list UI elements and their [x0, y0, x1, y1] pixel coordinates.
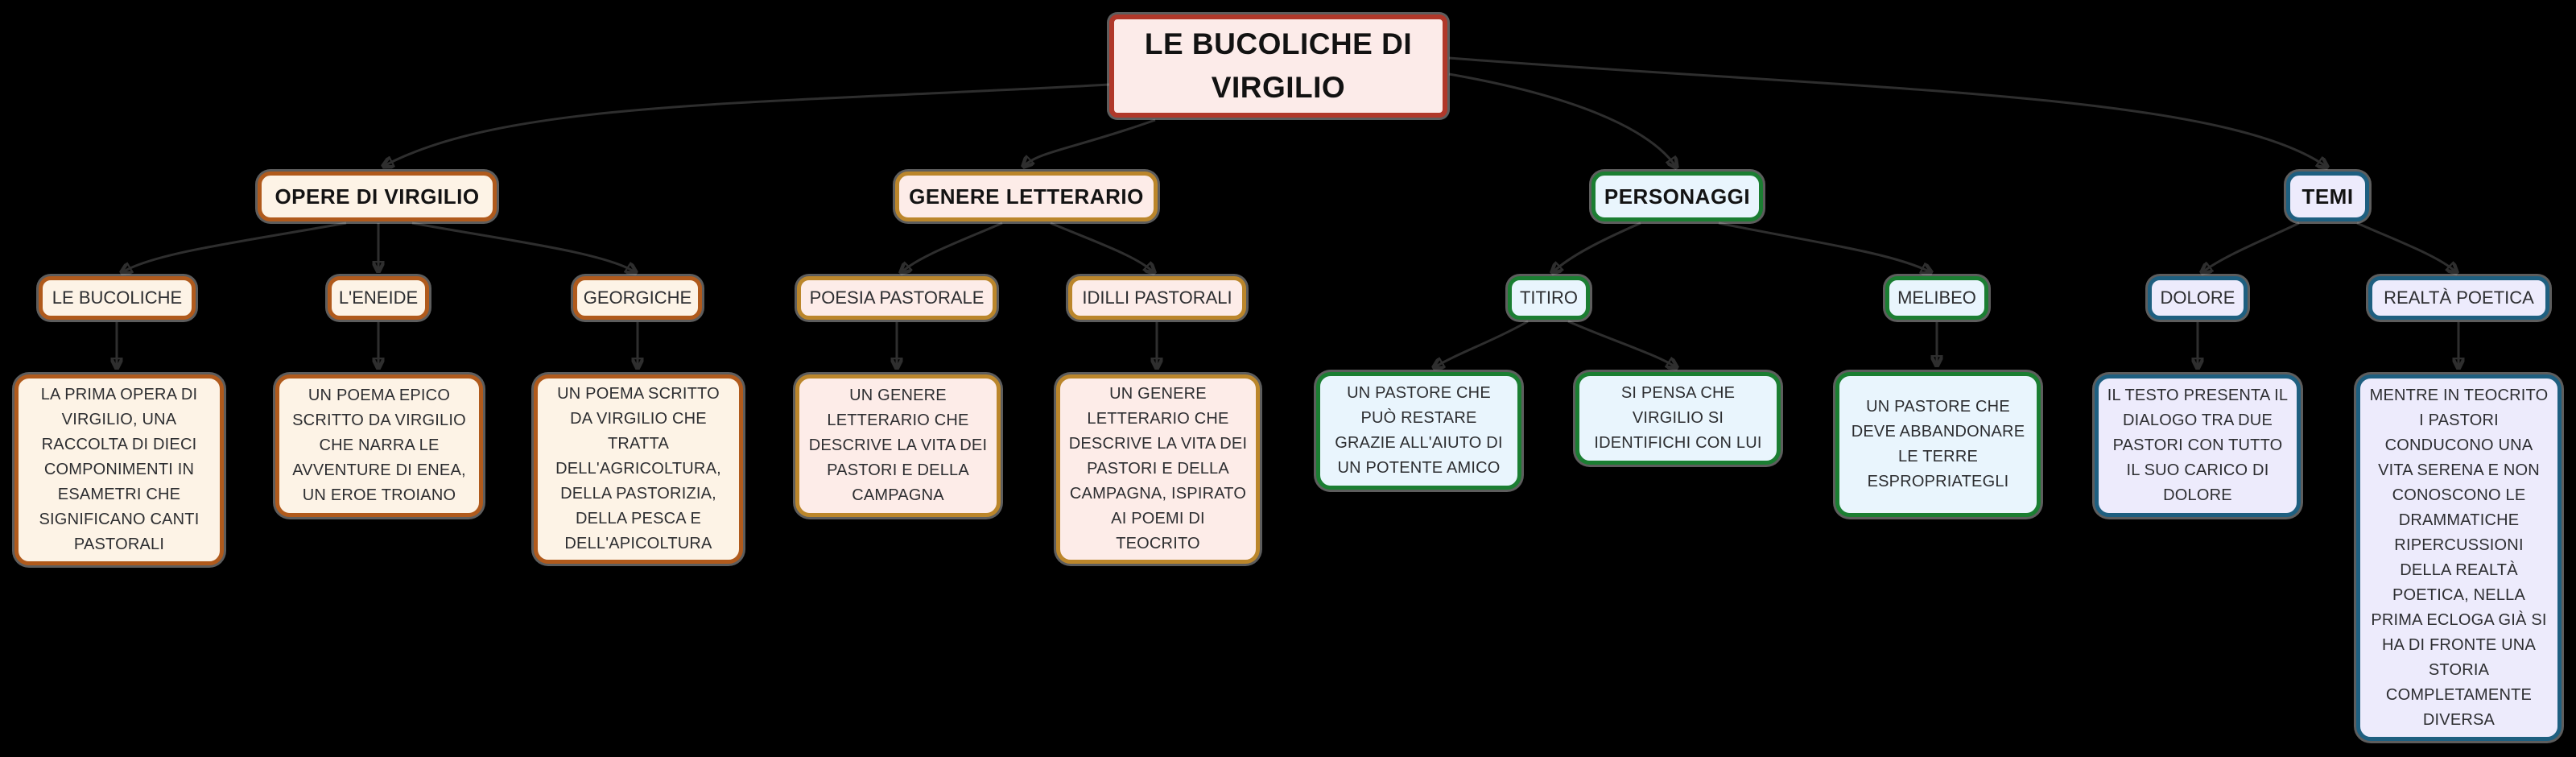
child-georgiche-label: GEORGICHE [583, 287, 692, 308]
child-eneide-node[interactable]: L'ENEIDE [328, 276, 429, 320]
connector-root-opere [384, 83, 1110, 166]
branch-personaggi-label: PERSONAGGI [1604, 184, 1751, 209]
desc-georgiche-text: UN POEMA SCRITTO DA VIRGILIO CHE TRATTA … [555, 385, 721, 552]
desc-le-bucoliche-text: LA PRIMA OPERA DI VIRGILIO, UNA RACCOLTA… [39, 386, 200, 553]
root-node-label: LE BUCOLICHE DI VIRGILIO [1144, 27, 1413, 104]
child-titiro-node[interactable]: TITIRO [1508, 276, 1590, 320]
desc-titiro-1-text: UN PASTORE CHE PUÒ RESTARE GRAZIE ALL'AI… [1335, 384, 1503, 477]
connector-opere-georgiche [411, 221, 635, 272]
child-titiro-label: TITIRO [1519, 287, 1579, 308]
connector-genere-idilli [1050, 221, 1154, 272]
connector-temi-realta [2356, 221, 2456, 272]
desc-georgiche-node[interactable]: UN POEMA SCRITTO DA VIRGILIO CHE TRATTA … [534, 374, 743, 564]
desc-melibeo-text: UN PASTORE CHE DEVE ABBANDONARE LE TERRE… [1851, 398, 2025, 490]
branch-genere-node[interactable]: GENERE LETTERARIO [895, 172, 1158, 221]
connector-titiro-desc1 [1435, 320, 1529, 367]
child-melibeo-node[interactable]: MELIBEO [1885, 276, 1988, 320]
branch-opere-label: OPERE DI VIRGILIO [275, 184, 480, 209]
child-poesia-pastorale-label: POESIA PASTORALE [809, 287, 985, 308]
connector-personaggi-titiro [1553, 221, 1641, 272]
desc-dolore-node[interactable]: IL TESTO PRESENTA IL DIALOGO TRA DUE PAS… [2095, 374, 2301, 517]
desc-poesia-pastorale-text: UN GENERE LETTERARIO CHE DESCRIVE LA VIT… [808, 387, 988, 504]
branch-temi-label: TEMI [2301, 184, 2354, 209]
child-dolore-node[interactable]: DOLORE [2148, 276, 2248, 320]
child-idilli-pastorali-label: IDILLI PASTORALI [1082, 287, 1232, 308]
desc-realta-poetica-text: MENTRE IN TEOCRITO I PASTORI CONDUCONO U… [2369, 386, 2549, 729]
desc-poesia-pastorale-node[interactable]: UN GENERE LETTERARIO CHE DESCRIVE LA VIT… [795, 374, 1001, 517]
connector-root-temi [1448, 56, 2326, 167]
child-idilli-pastorali-node[interactable]: IDILLI PASTORALI [1068, 276, 1246, 320]
child-realta-poetica-node[interactable]: REALTÀ POETICA [2368, 276, 2549, 320]
desc-melibeo-node[interactable]: UN PASTORE CHE DEVE ABBANDONARE LE TERRE… [1835, 372, 2041, 517]
desc-eneide-node[interactable]: UN POEMA EPICO SCRITTO DA VIRGILIO CHE N… [275, 374, 483, 517]
desc-dolore-text: IL TESTO PRESENTA IL DIALOGO TRA DUE PAS… [2107, 387, 2289, 504]
desc-idilli-pastorali-text: UN GENERE LETTERARIO CHE DESCRIVE LA VIT… [1068, 385, 1248, 552]
child-le-bucoliche-node[interactable]: LE BUCOLICHE [39, 276, 196, 320]
connector-root-personaggi [1448, 72, 1676, 167]
connector-temi-dolore [2202, 221, 2300, 272]
desc-realta-poetica-node[interactable]: MENTRE IN TEOCRITO I PASTORI CONDUCONO U… [2356, 374, 2562, 741]
branch-temi-node[interactable]: TEMI [2286, 172, 2369, 221]
connector-opere-bucoliche [122, 221, 347, 272]
connector-root-genere [1024, 118, 1156, 166]
connector-genere-poesia [902, 221, 1003, 272]
desc-eneide-text: UN POEMA EPICO SCRITTO DA VIRGILIO CHE N… [292, 387, 466, 504]
child-realta-poetica-label: REALTÀ POETICA [2384, 287, 2534, 308]
branch-genere-label: GENERE LETTERARIO [909, 184, 1144, 209]
desc-titiro-2-text: SI PENSA CHE VIRGILIO SI IDENTIFICHI CON… [1594, 384, 1762, 452]
branch-personaggi-node[interactable]: PERSONAGGI [1591, 172, 1763, 221]
child-georgiche-node[interactable]: GEORGICHE [573, 276, 702, 320]
root-node[interactable]: LE BUCOLICHE DI VIRGILIO [1109, 14, 1447, 118]
child-le-bucoliche-label: LE BUCOLICHE [52, 287, 183, 308]
child-dolore-label: DOLORE [2160, 287, 2235, 308]
desc-titiro-1-node[interactable]: UN PASTORE CHE PUÒ RESTARE GRAZIE ALL'AI… [1316, 372, 1521, 490]
child-eneide-label: L'ENEIDE [338, 287, 419, 308]
desc-idilli-pastorali-node[interactable]: UN GENERE LETTERARIO CHE DESCRIVE LA VIT… [1056, 374, 1260, 564]
child-melibeo-label: MELIBEO [1897, 287, 1976, 308]
child-poesia-pastorale-node[interactable]: POESIA PASTORALE [797, 276, 997, 320]
desc-titiro-2-node[interactable]: SI PENSA CHE VIRGILIO SI IDENTIFICHI CON… [1575, 372, 1781, 465]
connector-personaggi-melibeo [1718, 221, 1930, 272]
desc-le-bucoliche-node[interactable]: LA PRIMA OPERA DI VIRGILIO, UNA RACCOLTA… [14, 374, 224, 565]
connector-titiro-desc2 [1567, 320, 1676, 367]
branch-opere-node[interactable]: OPERE DI VIRGILIO [258, 172, 497, 221]
